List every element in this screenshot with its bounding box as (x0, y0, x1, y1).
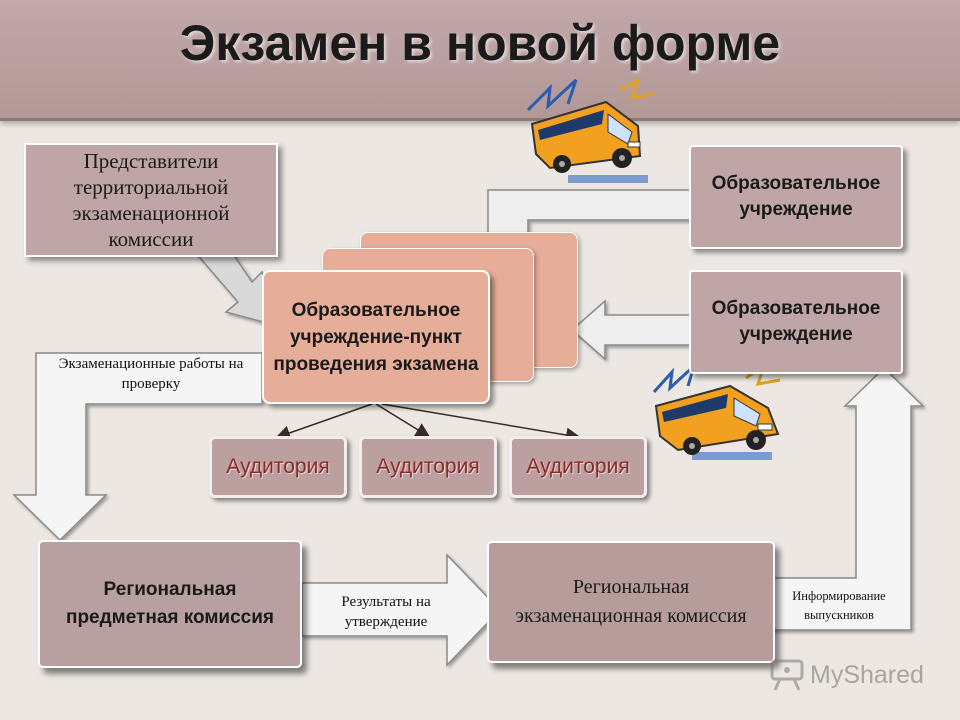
auditorium-box-2: Аудитория (359, 436, 497, 498)
results-approval-label: Результаты на утверждение (341, 594, 431, 630)
edu-institution-box-2: Образовательное учреждение (689, 270, 903, 374)
auditorium-label-2: Аудитория (376, 455, 480, 478)
school-bus-icon (652, 361, 781, 460)
auditorium-box-1: Аудитория (209, 436, 347, 498)
exam-point-box: Образовательное учреждение-пункт проведе… (262, 270, 490, 404)
presentation-board-icon (770, 659, 804, 691)
edu-institution-label-2: Образовательное учреждение (711, 298, 881, 345)
territorial-commission-box: Представители территориальной экзаменаци… (24, 143, 278, 257)
page-title: Экзамен в новой форме (179, 15, 781, 71)
regional-exam-commission-label: Региональная экзаменационная комиссия (515, 576, 747, 627)
regional-exam-commission-box: Региональная экзаменационная комиссия (487, 541, 775, 663)
auditorium-distribution-arrows (275, 403, 581, 443)
title-bar: Экзамен в новой форме (0, 0, 960, 121)
territorial-commission-label: Представители территориальной экзаменаци… (72, 149, 230, 251)
auditorium-box-3: Аудитория (509, 436, 647, 498)
regional-subject-commission-box: Региональная предметная комиссия (38, 540, 302, 668)
arrow-results-approval (301, 553, 502, 667)
edu-institution-label-1: Образовательное учреждение (711, 173, 881, 220)
arrow-institution2-to-exam-point (570, 299, 691, 361)
arrow-inform-graduates (767, 366, 925, 631)
school-bus-icon (526, 76, 655, 183)
watermark-text: MyShared (810, 660, 924, 689)
arrow-exam-works (12, 352, 263, 542)
exam-point-label: Образовательное учреждение-пункт проведе… (273, 299, 479, 375)
watermark-logo: MyShared (768, 656, 924, 694)
edu-institution-box-1: Образовательное учреждение (689, 145, 903, 249)
auditorium-label-3: Аудитория (526, 455, 630, 478)
inform-graduates-label: Информирование выпускников (792, 589, 886, 622)
regional-subject-commission-label: Региональная предметная комиссия (65, 579, 275, 628)
auditorium-label-1: Аудитория (226, 455, 330, 478)
exam-works-label: Экзаменационные работы на проверку (58, 356, 244, 392)
